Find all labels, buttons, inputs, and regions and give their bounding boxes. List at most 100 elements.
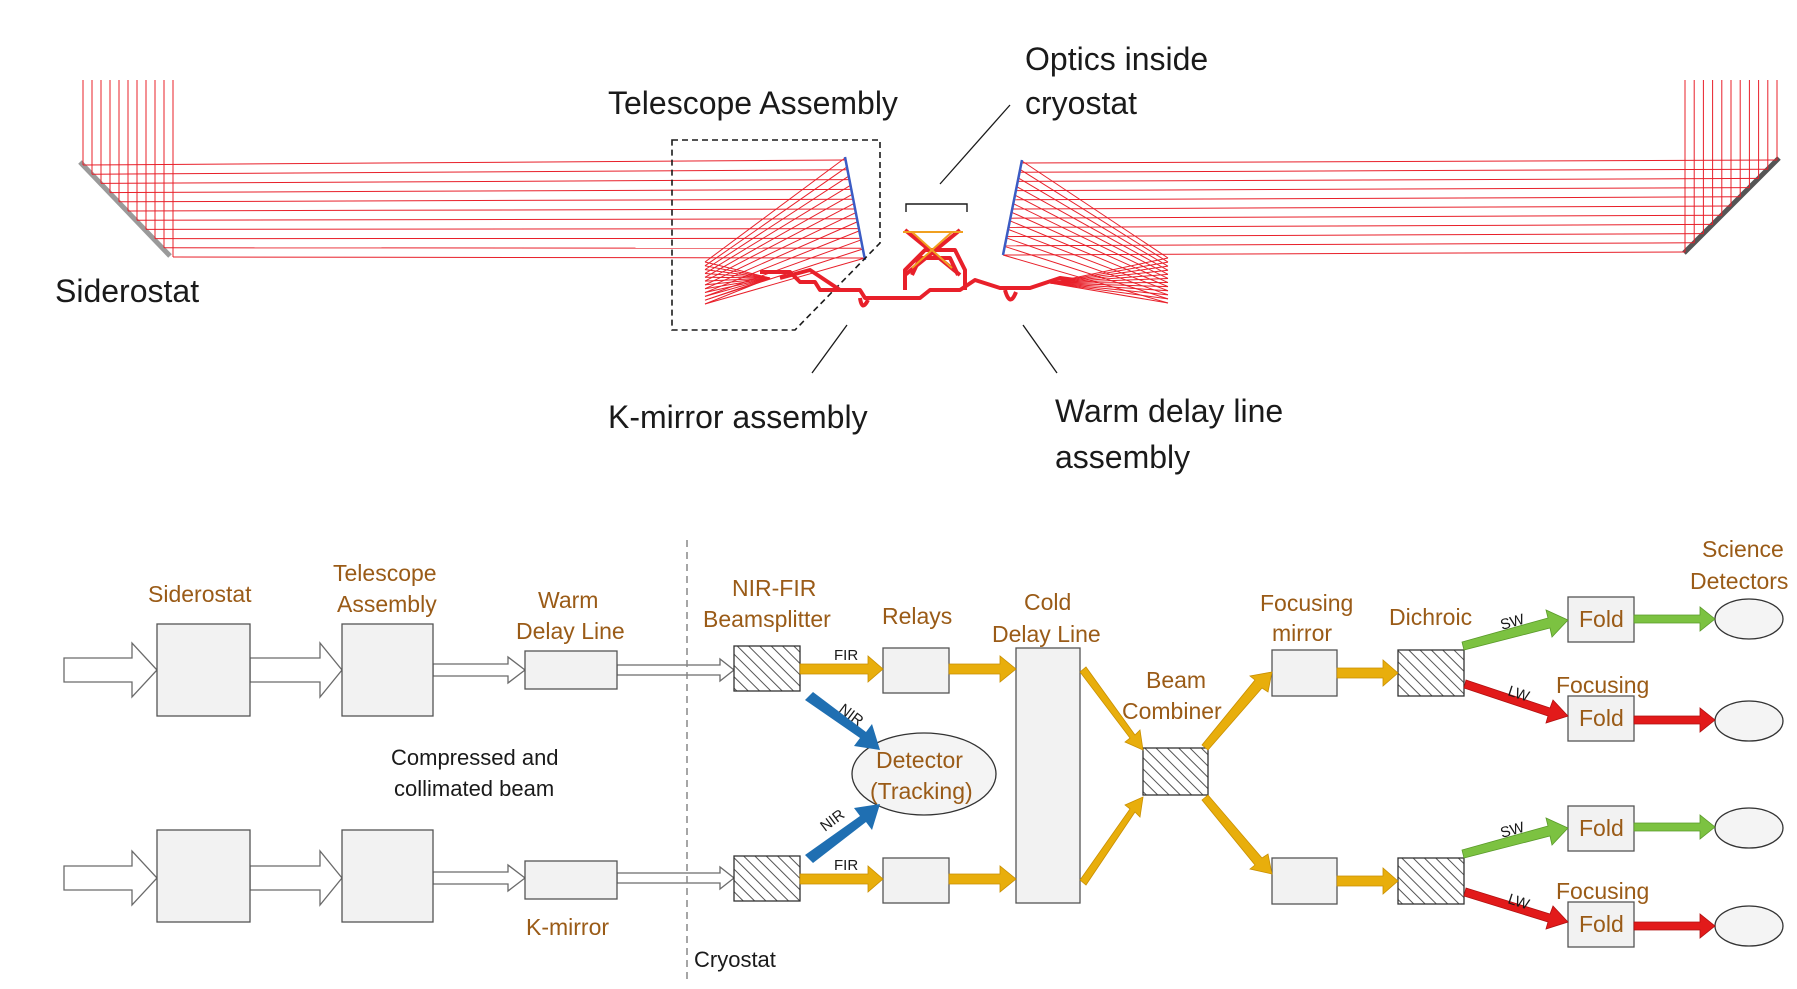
fold-label-4: Fold <box>1579 911 1624 937</box>
ray <box>1049 282 1169 300</box>
siderostat-label: Siderostat <box>55 273 199 309</box>
fir-label-bottom: FIR <box>834 857 858 874</box>
ray <box>1015 187 1750 192</box>
beamsplitter-top <box>733 645 801 692</box>
focusing-mirror-label-2: mirror <box>1272 620 1332 646</box>
right-telescope-mirror <box>1001 159 1024 256</box>
ray <box>704 277 771 297</box>
ray <box>704 175 849 271</box>
ray <box>704 261 771 279</box>
ray <box>704 277 771 294</box>
ray <box>100 179 849 184</box>
beam-combiner-label-1: Beam <box>1146 667 1206 693</box>
detector-label-1: Detector <box>876 747 963 773</box>
relay-box-bottom <box>882 857 950 904</box>
ray <box>704 184 851 274</box>
ray <box>172 256 864 259</box>
ray <box>118 198 853 203</box>
ray <box>704 193 853 278</box>
ray <box>1021 160 1169 259</box>
kmirror-flow-label: K-mirror <box>526 914 609 940</box>
science-detector-4 <box>1714 905 1784 947</box>
ray <box>1002 251 1686 256</box>
warm-delay-leader-line <box>1022 324 1058 374</box>
siderostat-out-arrow-top <box>249 641 343 699</box>
right-telescope-fan <box>1002 160 1169 304</box>
central-beam-train <box>760 248 1076 308</box>
kmirror-out-arrow-bottom <box>616 865 736 891</box>
ray <box>1008 228 1169 292</box>
ray <box>1011 211 1169 284</box>
flow-diagram: Siderostat Telescope Assembly Warm Delay… <box>63 536 1788 982</box>
telescope-box-top <box>341 623 434 717</box>
ray <box>1006 237 1169 296</box>
optics-leader-line <box>939 104 1011 185</box>
right-beam-rays <box>1002 159 1778 256</box>
dichroic-label: Dichroic <box>1389 604 1472 630</box>
science-detector-3 <box>1714 807 1784 849</box>
relay-box-top <box>882 647 950 694</box>
telescope-out-arrow-top <box>432 655 527 685</box>
ray <box>145 228 858 230</box>
ray <box>1006 233 1704 238</box>
ray <box>91 169 847 175</box>
input-arrow-bottom <box>63 849 158 907</box>
ray <box>704 277 771 305</box>
focusing-mirror-top <box>1271 649 1338 697</box>
ray <box>82 159 846 166</box>
detector-tracking-ellipse <box>851 732 997 816</box>
telescope-flow-label-1: Telescope <box>333 560 437 586</box>
left-incoming-rays <box>82 80 174 257</box>
ray <box>1014 194 1169 275</box>
warm-flow-label-1: Warm <box>538 587 598 613</box>
fir-label-top: FIR <box>834 647 858 664</box>
compressed-beam-label-1: Compressed and <box>391 745 559 770</box>
kmirror-leader-line <box>811 324 848 374</box>
telescope-assembly-label: Telescope Assembly <box>608 85 898 121</box>
ray <box>704 230 860 294</box>
left-siderostat-mirror <box>78 160 172 258</box>
cold-delay-label-2: Delay Line <box>992 621 1101 647</box>
ray <box>1004 242 1695 247</box>
ray <box>704 203 855 282</box>
optics-inside-label: Optics inside <box>1025 41 1208 77</box>
ray <box>1017 177 1759 182</box>
assembly-label: assembly <box>1055 439 1190 475</box>
siderostat-out-arrow-bottom <box>249 849 343 907</box>
beam-combiner-label-2: Combiner <box>1122 698 1222 724</box>
fold-label-2: Fold <box>1579 705 1624 731</box>
ray <box>1049 282 1169 288</box>
focusing-label-1: Focusing <box>1556 672 1649 698</box>
optical-layout: Siderostat Telescope Assembly Optics ins… <box>55 41 1781 475</box>
warm-out-arrow-top <box>616 657 736 683</box>
nir-arrows <box>805 692 880 863</box>
nir-label-top: NIR <box>836 701 867 730</box>
cold-delay-line-box <box>1015 647 1081 904</box>
telescope-box-bottom <box>341 829 434 923</box>
ray <box>1013 203 1169 279</box>
detector-label-2: (Tracking) <box>870 778 973 804</box>
focusing-mirror-bottom <box>1271 857 1338 905</box>
telescope-flow-label-2: Assembly <box>337 591 437 617</box>
ray <box>704 257 866 305</box>
ray <box>704 276 771 279</box>
warm-delay-box <box>524 650 618 690</box>
dichroic-bottom <box>1397 857 1465 905</box>
siderostat-box-bottom <box>156 829 251 923</box>
science-detectors-label-1: Science <box>1702 536 1784 562</box>
dichroic-top <box>1397 649 1465 697</box>
ray <box>1018 177 1169 267</box>
sw-label-bottom: SW <box>1498 819 1527 842</box>
science-detector-1 <box>1714 598 1784 640</box>
kmirror-assembly-label: K-mirror assembly <box>608 399 868 435</box>
ray <box>1049 273 1169 284</box>
ray <box>1049 282 1169 304</box>
ray <box>1009 220 1169 288</box>
ray <box>1020 159 1778 164</box>
warm-delay-line-label: Warm delay line <box>1055 393 1283 429</box>
beamsplitter-bottom <box>733 855 801 902</box>
siderostat-box-top <box>156 623 251 717</box>
ray <box>1010 214 1722 219</box>
ray <box>109 188 851 194</box>
input-arrow-top <box>63 641 158 699</box>
